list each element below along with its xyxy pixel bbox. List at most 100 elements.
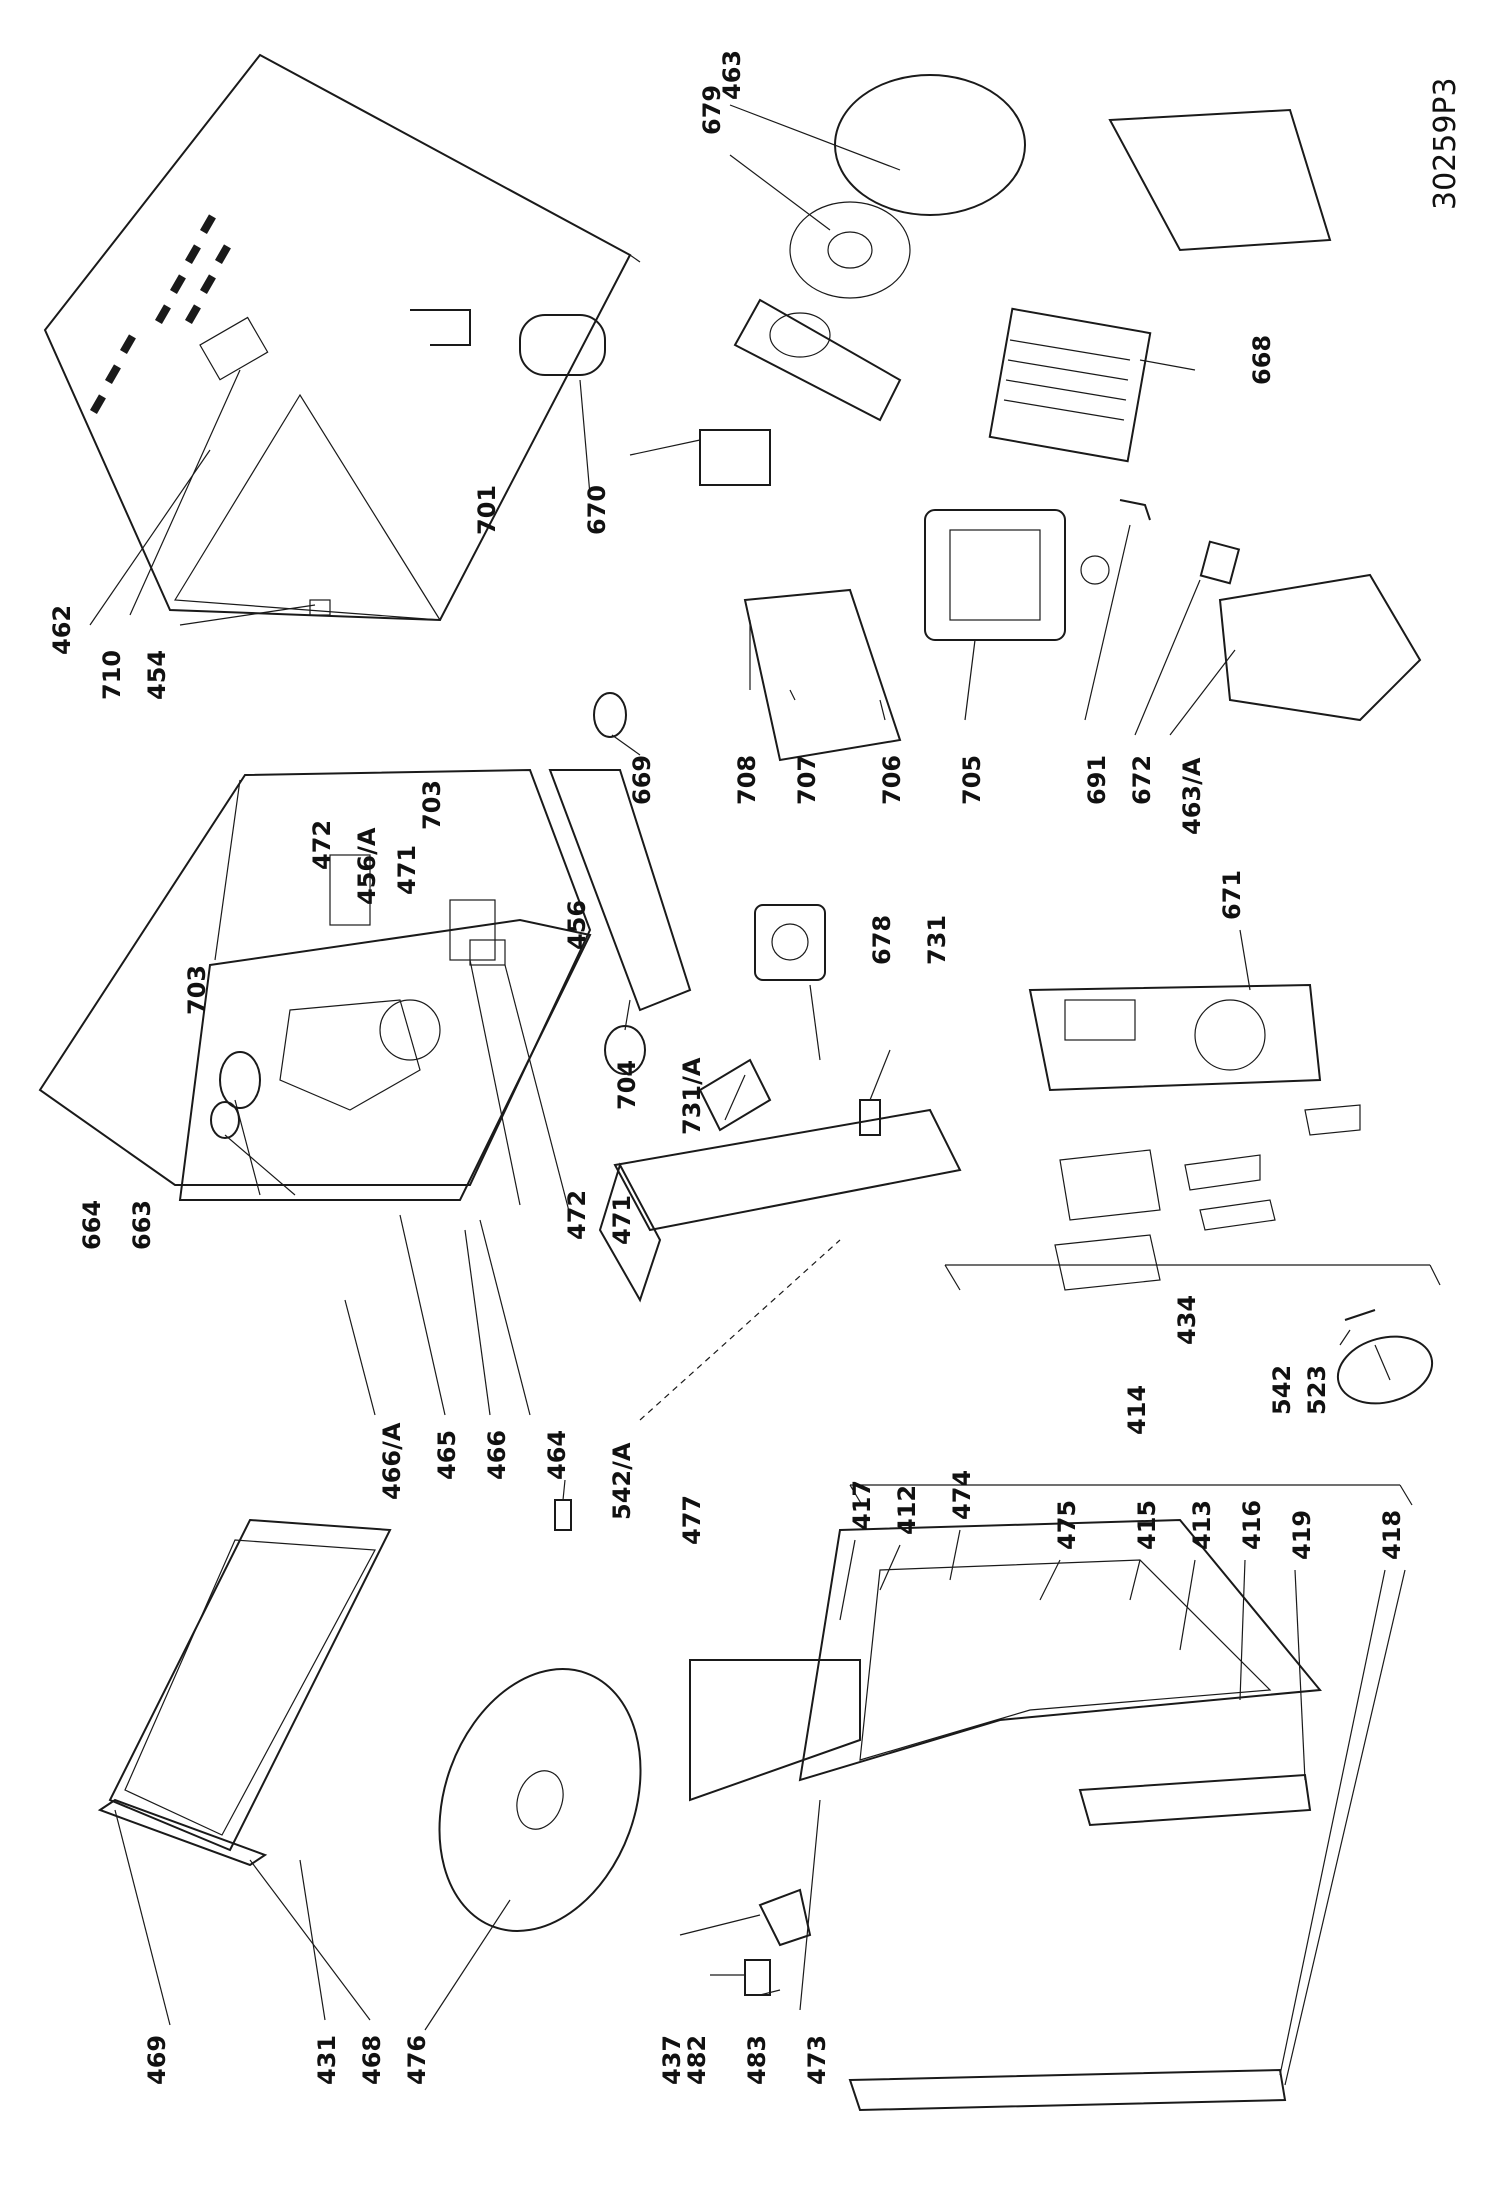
- label-473: 473: [803, 2035, 831, 2085]
- label-414: 414: [1123, 1385, 1151, 1435]
- label-710: 710: [98, 650, 126, 700]
- label-542: 542: [1268, 1365, 1296, 1415]
- latch-456: [469, 939, 506, 966]
- door-assembly-414: [689, 1518, 1322, 2112]
- door-frame: [97, 1518, 392, 1867]
- label-483: 483: [743, 2035, 771, 2085]
- label-456: 456: [563, 900, 591, 950]
- part-labels: 462 710 454 701 670 679 463 668 708 707 …: [48, 50, 1406, 2085]
- label-482: 482: [683, 2035, 711, 2085]
- clip-454: [309, 599, 331, 616]
- label-418: 418: [1378, 1510, 1406, 1560]
- label-708: 708: [733, 755, 761, 805]
- label-463: 463: [718, 50, 746, 100]
- cover-plate: [1108, 108, 1332, 252]
- spring-542: [1344, 1309, 1376, 1321]
- label-474: 474: [948, 1470, 976, 1520]
- side-strip-669: [548, 769, 692, 1012]
- label-476: 476: [403, 2035, 431, 2085]
- label-703b: 703: [183, 965, 211, 1015]
- label-731a: 731/A: [678, 1057, 706, 1135]
- label-468: 468: [358, 2035, 386, 2085]
- turntable-476: [438, 1668, 642, 1932]
- capacitor-bracket: [410, 309, 471, 346]
- switch-703: [329, 854, 371, 926]
- label-704: 704: [613, 1060, 641, 1110]
- magnetron-705: [924, 509, 1110, 641]
- knob-523: [1336, 1335, 1434, 1405]
- label-670: 670: [583, 485, 611, 535]
- label-462: 462: [48, 605, 76, 655]
- mount-plate-731a: [613, 1108, 962, 1232]
- leader-lines: [89, 104, 1406, 2086]
- label-412: 412: [893, 1485, 921, 1535]
- label-669: 669: [628, 755, 656, 805]
- label-663: 663: [128, 1200, 156, 1250]
- label-472b: 472: [563, 1190, 591, 1240]
- label-416: 416: [1238, 1500, 1266, 1550]
- label-415: 415: [1133, 1500, 1161, 1550]
- label-471a: 471: [393, 845, 421, 895]
- outer-cabinet: [43, 53, 641, 622]
- label-417: 417: [848, 1480, 876, 1530]
- oven-cavity: [38, 768, 692, 1201]
- transformer-668: [988, 307, 1152, 463]
- label-703a: 703: [418, 780, 446, 830]
- strip-418: [848, 2068, 1287, 2112]
- fan-motor-670: [699, 429, 771, 486]
- label-706: 706: [878, 755, 906, 805]
- control-board-707: [743, 588, 902, 762]
- reference-code: 30259P3: [1428, 77, 1463, 210]
- label-464: 464: [543, 1430, 571, 1480]
- seal-417: [689, 1659, 861, 1802]
- label-431: 431: [313, 2035, 341, 2085]
- label-664: 664: [78, 1200, 106, 1250]
- thermostat-704: [604, 1025, 646, 1075]
- coupler-477: [554, 1499, 572, 1531]
- label-678: 678: [868, 915, 896, 965]
- label-691: 691: [1083, 755, 1111, 805]
- label-668: 668: [1248, 335, 1276, 385]
- lamp-assembly: [210, 1051, 261, 1139]
- label-456a: 456/A: [353, 827, 381, 905]
- label-679: 679: [698, 85, 726, 135]
- switch-703b: [449, 899, 496, 961]
- hinge-437: [758, 1888, 812, 1947]
- label-413: 413: [1188, 1500, 1216, 1550]
- handle-413: [1078, 1773, 1312, 1827]
- label-475: 475: [1053, 1500, 1081, 1550]
- bracket-731a: [698, 1058, 772, 1132]
- control-panel-434: [1028, 983, 1361, 1291]
- label-419: 419: [1288, 1510, 1316, 1560]
- label-472a: 472: [308, 820, 336, 870]
- label-705: 705: [958, 755, 986, 805]
- label-671: 671: [1218, 870, 1246, 920]
- label-542a: 542/A: [608, 1442, 636, 1520]
- label-707: 707: [793, 755, 821, 805]
- label-471b: 471: [608, 1195, 636, 1245]
- label-672: 672: [1128, 755, 1156, 805]
- mount-strip: [598, 1162, 662, 1303]
- label-463a: 463/A: [1178, 757, 1206, 835]
- timer-678: [754, 904, 826, 981]
- label-454: 454: [143, 650, 171, 700]
- label-437: 437: [658, 2035, 686, 2085]
- label-469: 469: [143, 2035, 171, 2085]
- fan-assembly: [699, 74, 1026, 486]
- waveguide-cover-463a: [1218, 573, 1422, 722]
- label-731: 731: [923, 915, 951, 965]
- hinge-482: [744, 1959, 771, 1996]
- label-465: 465: [433, 1430, 461, 1480]
- label-434: 434: [1173, 1295, 1201, 1345]
- part-731: [859, 1099, 881, 1136]
- pad-672: [1199, 540, 1241, 585]
- label-523: 523: [1303, 1365, 1331, 1415]
- label-466a: 466/A: [378, 1422, 406, 1500]
- label-477: 477: [678, 1495, 706, 1545]
- capacitor-701: [519, 314, 606, 376]
- label-701: 701: [473, 485, 501, 535]
- cabinet-vent-slots: [89, 214, 231, 414]
- fuse-669: [593, 692, 627, 738]
- bracket-691: [1119, 499, 1151, 521]
